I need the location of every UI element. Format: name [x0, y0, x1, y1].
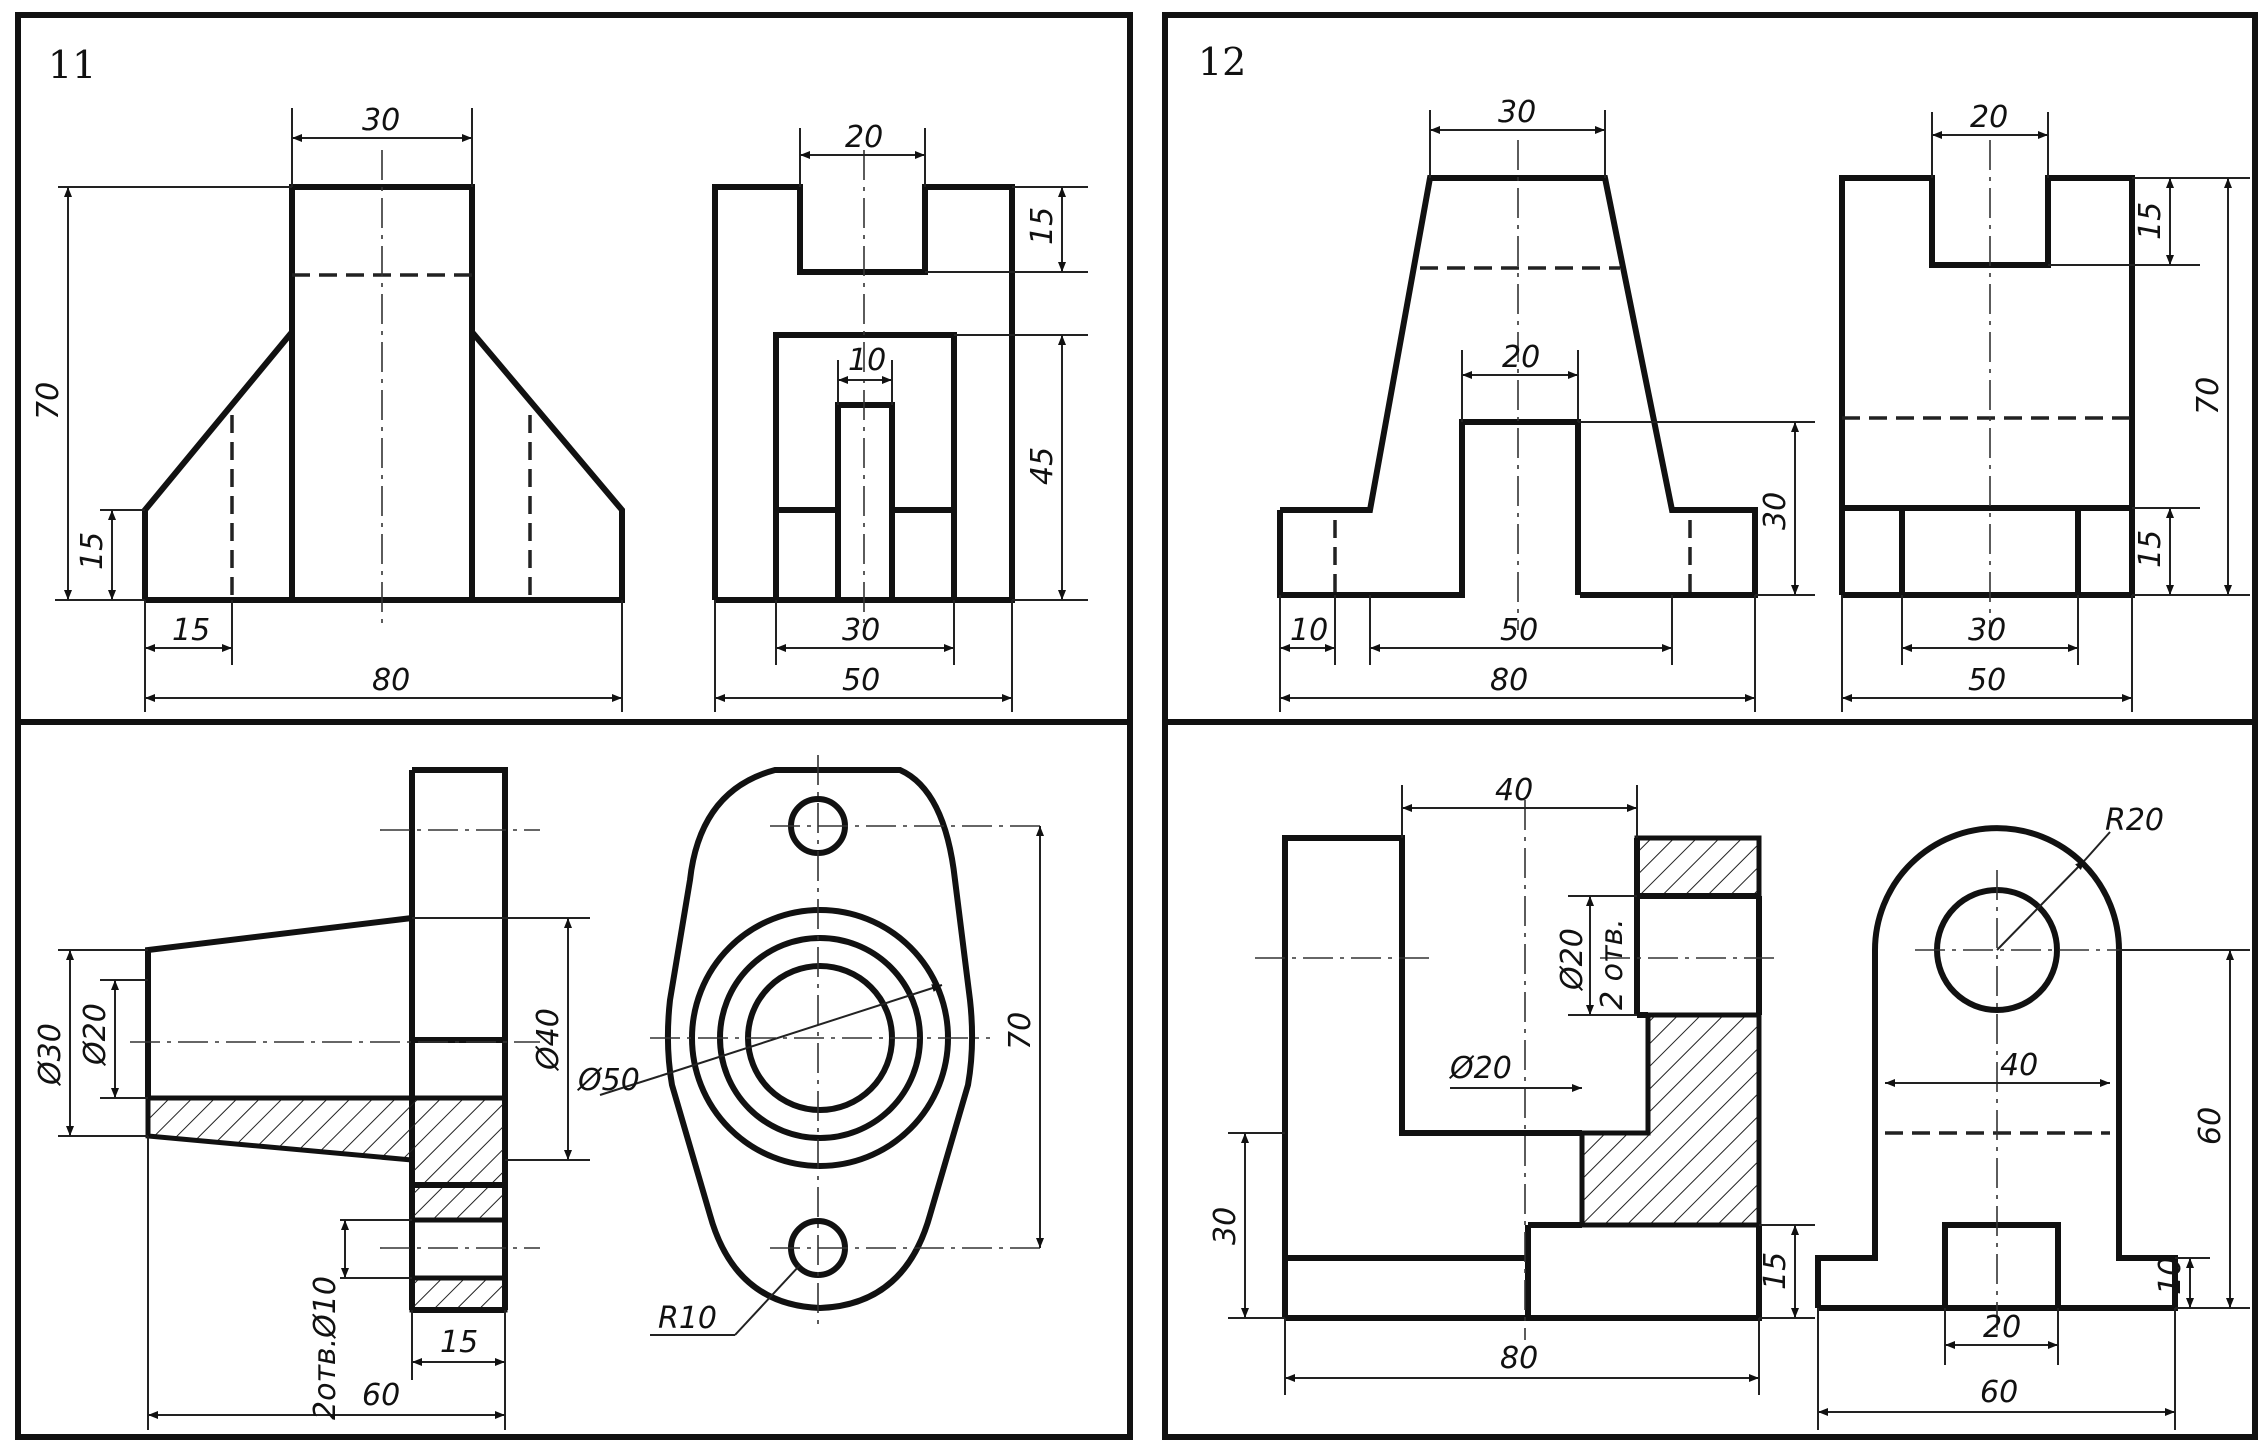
panel-11-front-view: 30 70 15 15 80 [31, 103, 625, 712]
panel-11-side-view: 20 15 10 45 30 50 [712, 120, 1088, 712]
dim-label: 15 [1758, 1252, 1793, 1290]
panel-12-side-view: 20 15 70 15 30 50 [1839, 100, 2250, 712]
panel-11-section-view: Ø30 Ø20 Ø40 2отв.Ø10 15 60 [33, 767, 590, 1430]
dim-label: 20 [1970, 100, 2008, 135]
dim-label: 10 [848, 343, 886, 378]
dim-label: 70 [31, 382, 66, 420]
dim-label: 15 [1025, 207, 1060, 245]
dim-label: 30 [1498, 95, 1536, 130]
dim-label: 50 [1968, 663, 2006, 698]
dim-label: 15 [2133, 530, 2168, 568]
dim-label: 30 [1758, 492, 1793, 530]
dim-label: 50 [1500, 613, 1538, 648]
panel-number: 12 [1198, 40, 1246, 84]
dim-label: Ø30 [33, 1023, 68, 1087]
dim-label: Ø20 [1448, 1051, 1512, 1086]
panel-12-section-view: 40 Ø20 2 отв. Ø20 30 15 80 [1208, 773, 1815, 1395]
dim-label: 20 [1983, 1310, 2021, 1345]
dim-label: 80 [372, 663, 410, 698]
dim-label: 40 [1495, 773, 1533, 808]
dim-label: 80 [1490, 663, 1528, 698]
dim-label: 30 [1968, 613, 2006, 648]
dim-label: 10 [2153, 1257, 2188, 1295]
panel-12-top-view: R20 40 60 10 20 60 [1815, 803, 2250, 1430]
dim-label: Ø20 [78, 1003, 113, 1067]
dim-label: 30 [842, 613, 880, 648]
panel-12: 12 30 20 [1162, 12, 2258, 1440]
dim-label: 60 [2193, 1107, 2228, 1145]
dim-label: 40 [2000, 1048, 2038, 1083]
dim-label: R20 [2105, 803, 2164, 838]
dim-label: 50 [842, 663, 880, 698]
dim-label: 15 [75, 532, 110, 570]
dim-label: 15 [172, 613, 210, 648]
panel-12-front-view: 30 20 30 10 50 80 [1277, 95, 1815, 712]
dim-label: Ø40 [531, 1008, 566, 1072]
panel-11: 11 30 70 15 15 [15, 12, 1133, 1440]
dim-label: 15 [440, 1325, 478, 1360]
dim-label: 15 [2133, 202, 2168, 240]
dim-label: Ø50 [576, 1063, 640, 1098]
dim-label: 20 [1502, 340, 1540, 375]
dim-label: 45 [1025, 447, 1060, 485]
dim-label: 70 [2191, 377, 2226, 415]
panel-11-top-view: Ø50 70 R10 [576, 755, 1044, 1336]
dim-label: 80 [1500, 1341, 1538, 1376]
dim-label: 60 [362, 1378, 400, 1413]
dim-label: 30 [362, 103, 400, 138]
dim-label: 10 [1290, 613, 1328, 648]
dim-label: 2отв.Ø10 [308, 1276, 343, 1420]
dim-label: R10 [658, 1301, 717, 1336]
panel-number: 11 [48, 43, 96, 87]
dim-label: 2 отв. [1595, 918, 1630, 1010]
dim-label: 60 [1980, 1375, 2018, 1410]
dim-label: 30 [1208, 1207, 1243, 1245]
dim-label: 20 [845, 120, 883, 155]
dim-label: 70 [1003, 1012, 1038, 1050]
dim-label: Ø20 [1555, 928, 1590, 992]
